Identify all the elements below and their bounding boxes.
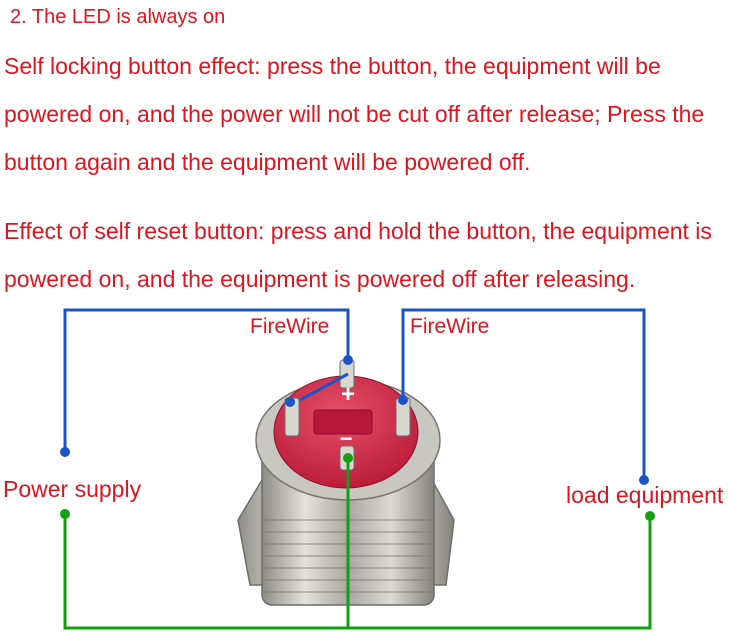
heading: 2. The LED is always on xyxy=(10,6,226,28)
green-wires xyxy=(63,458,652,630)
self-reset-line-2: powered on, and the equipment is powered… xyxy=(4,266,636,292)
self-locking-line-1: Self locking button effect: press the bu… xyxy=(4,53,661,79)
green-wire-dots xyxy=(60,453,655,521)
plus-symbol: + xyxy=(341,381,355,408)
self-reset-line-1: Effect of self reset button: press and h… xyxy=(4,218,712,244)
self-locking-line-2: powered on, and the power will not be cu… xyxy=(4,101,705,127)
firewire-label-right: FireWire xyxy=(410,315,490,338)
self-reset-paragraph: Effect of self reset button: press and h… xyxy=(4,207,712,303)
load-equipment-label: load equipment xyxy=(566,482,724,508)
blue-wire-dots xyxy=(60,355,649,485)
push-button-switch: + − xyxy=(237,359,455,606)
firewire-label-left: FireWire xyxy=(250,315,330,338)
self-locking-line-3: button again and the equipment will be p… xyxy=(4,149,531,175)
blue-wire-right xyxy=(401,308,646,478)
green-wire-power xyxy=(63,514,652,630)
led-window xyxy=(313,409,373,435)
blue-wire-left-pin xyxy=(299,372,349,402)
self-locking-paragraph: Self locking button effect: press the bu… xyxy=(4,42,704,186)
blue-wires xyxy=(63,308,646,478)
blue-wire-left xyxy=(63,308,350,452)
minus-symbol: − xyxy=(340,426,353,451)
power-supply-label: Power supply xyxy=(3,476,142,502)
